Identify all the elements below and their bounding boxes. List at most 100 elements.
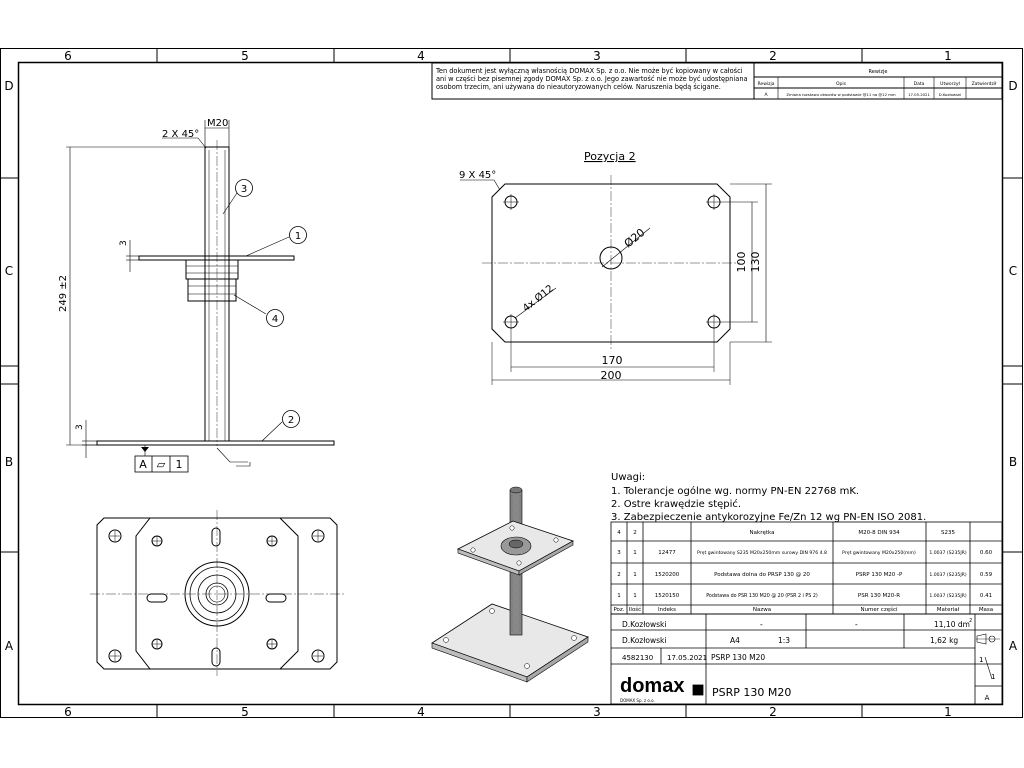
revision-block: Ten dokument jest wyłączną własnością DO… [431, 62, 1003, 100]
gdt-datum: A [139, 458, 147, 471]
side-view [66, 120, 335, 473]
row-label: D [4, 79, 13, 93]
bom-table [610, 521, 1003, 615]
row-label: B [1009, 455, 1017, 469]
col-label: 1 [944, 705, 952, 719]
bom-header: Numer części [860, 606, 898, 613]
area-sup: 2 [969, 618, 972, 624]
bom-cell: 0.60 [980, 550, 993, 556]
bom-cell: 12477 [658, 550, 676, 556]
revision-header: Utworzył [940, 81, 960, 87]
bom-cell: Pręt gwintowany M20x250(mm) [842, 550, 916, 556]
balloon-1: 1 [295, 231, 301, 242]
col-label: 3 [593, 705, 601, 719]
balloon-3: 3 [241, 184, 247, 195]
bom-cell: PSR 130 M20-R [858, 593, 900, 599]
row-label: B [5, 455, 13, 469]
dim-170: 170 [602, 354, 623, 367]
col-label: 2 [769, 49, 777, 63]
col-label: 6 [64, 49, 72, 63]
note-item: 3. Zabezpieczenie antykorozyjne Fe/Zn 12… [611, 512, 926, 523]
bom-header: Nazwa [753, 607, 771, 613]
company-sub: DOMAX Sp. z o.o. [620, 698, 655, 703]
bom-cell: 2 [617, 572, 621, 578]
row-labels-left: D C B A [4, 79, 14, 653]
bom-text: 4 2 Nakrętka M20-8 DIN 934 S235 3 1 1247… [613, 530, 993, 613]
bom-header: Poz. [613, 607, 624, 613]
notes: Uwagi: 1. Tolerancje ogólne wg. normy PN… [611, 472, 926, 523]
revision-cell: A [764, 92, 768, 98]
bom-cell: 3 [617, 550, 621, 556]
bom-cell: 0.59 [980, 572, 993, 578]
note-item: 2. Ostre krawędzie stępić. [611, 498, 741, 510]
scale-value: 1:3 [778, 636, 790, 645]
bom-cell: PSRP 130 M20 -P [856, 572, 903, 578]
bom-header: Masa [979, 607, 993, 613]
dash-value: - [855, 620, 858, 629]
row-label: A [5, 639, 14, 653]
bom-cell: 1 [633, 550, 637, 556]
notice-line: ani w części bez pisemnej zgody DOMAX Sp… [436, 75, 748, 83]
title-block [610, 613, 1003, 705]
row-label: D [1008, 79, 1017, 93]
drawing-name: PSRP 130 M20 [712, 686, 791, 699]
format-value: A4 [730, 636, 740, 645]
col-label: 4 [417, 49, 425, 63]
bom-cell: 1 [633, 572, 637, 578]
bom-cell: Podstawa do PSR 130 M20 @ 20 (PSR 2 i PS… [706, 593, 818, 599]
revision-header: Zatwierdził [972, 81, 998, 87]
bom-cell: S235 [941, 530, 955, 536]
drawing-date: 17.05.2021 [667, 654, 707, 662]
bom-cell: 1 [617, 593, 621, 599]
col-label: 5 [241, 49, 249, 63]
bom-cell: 1.0037 (S235JR) [929, 572, 967, 578]
row-label: C [5, 264, 13, 278]
col-label: 1 [944, 49, 952, 63]
checker-name: D.Kozłowski [622, 636, 666, 645]
revision-header: Data [914, 81, 925, 87]
col-label: 4 [417, 705, 425, 719]
notice-line: osobom trzecim, ani używana do nieautory… [436, 83, 721, 91]
revision-cell: 17.05.2021 [908, 92, 930, 97]
height-label: 249 ±2 [58, 275, 69, 312]
revision-header: Opis [836, 81, 847, 87]
notice-line: Ten dokument jest wyłączną własnością DO… [435, 67, 743, 75]
bom-header: Materiał [937, 607, 960, 613]
revision-cell: D.Kozłowski [939, 92, 962, 97]
top-view [90, 510, 344, 676]
designer-name: D.Kozłowski [622, 620, 666, 629]
dim-130: 130 [749, 252, 762, 273]
col-label: 2 [769, 705, 777, 719]
column-labels-bottom: 6 5 4 3 2 1 [64, 705, 952, 719]
bom-cell: 1.0037 (S235JR) [929, 593, 967, 599]
bom-cell: M20-8 DIN 934 [858, 530, 900, 536]
drawing-code: 4582130 [622, 654, 653, 662]
dash-value: - [760, 620, 763, 629]
col-label: 6 [64, 705, 72, 719]
position-2-title: Pozycja 2 [584, 150, 636, 163]
gdt-value: 1 [176, 458, 183, 471]
isometric-view [431, 486, 589, 683]
note-item: 1. Tolerancje ogólne wg. normy PN-EN 227… [611, 485, 859, 497]
bom-cell: Pręt gwintowany S235 M20x250mm surowy DI… [697, 550, 827, 556]
sheet-total: 1 [991, 673, 995, 681]
bom-cell: 4 [617, 530, 621, 536]
thickness-label: 3 [75, 424, 85, 430]
bom-header: Ilość [629, 606, 641, 613]
chamfer-label: 2 X 45° [162, 129, 199, 140]
dim-200: 200 [601, 369, 622, 382]
bom-cell: Nakrętka [750, 530, 775, 536]
dim-100: 100 [735, 252, 748, 273]
balloon-2: 2 [288, 415, 294, 426]
position-2-view [460, 175, 772, 385]
bom-cell: 0.41 [980, 593, 992, 599]
drawing-name-small: PSRP 130 M20 [711, 653, 765, 662]
mass-value: 1,62 kg [930, 636, 958, 645]
row-label: A [1009, 639, 1018, 653]
side-view-labels: M20 2 X 45° 249 ±2 3 3 1 2 3 4 A ▱ 1 [58, 118, 301, 471]
revision-title: Rewizje [869, 69, 888, 75]
bom-cell: Podstawa dolna do PRSP 130 @ 20 [714, 572, 810, 578]
bom-cell: 2 [633, 530, 637, 536]
bom-header: Indeks [658, 607, 676, 613]
